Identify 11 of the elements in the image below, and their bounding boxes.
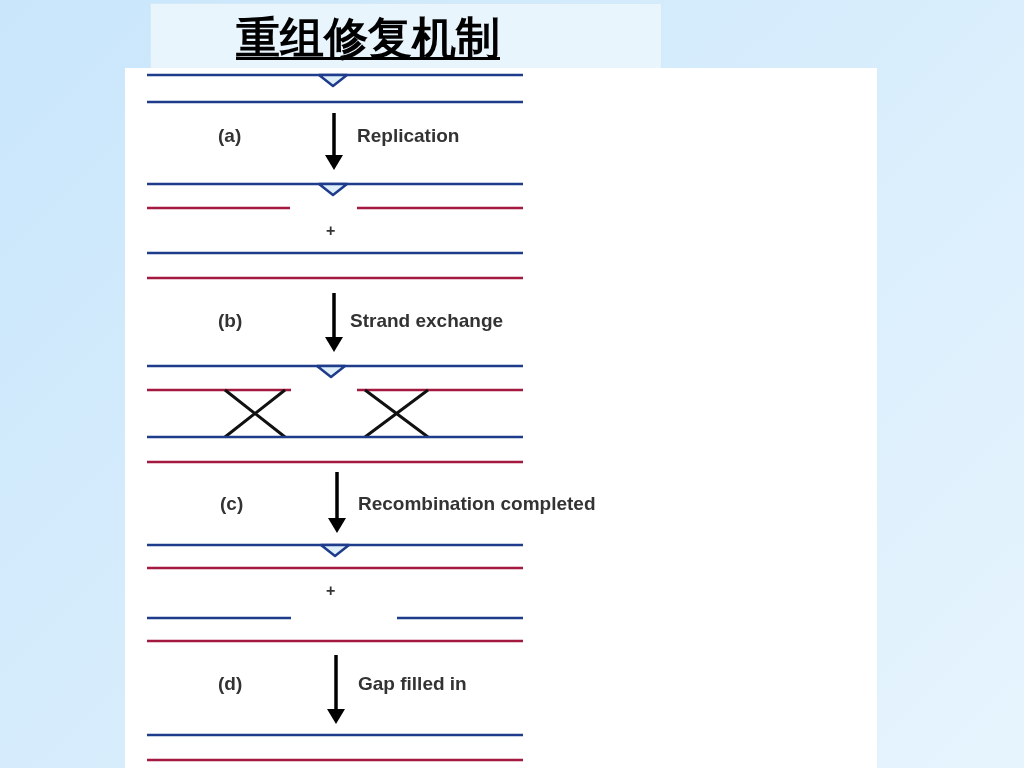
plus-sign: + [326, 581, 336, 601]
step-label: (b) [218, 310, 243, 332]
step-description: Strand exchange [350, 310, 504, 332]
step-description: Gap filled in [358, 673, 467, 695]
step-label: (c) [220, 493, 244, 515]
step-label: (a) [218, 125, 242, 147]
plus-sign: + [326, 221, 336, 241]
step-description: Recombination completed [358, 493, 596, 515]
step-label: (d) [218, 673, 243, 695]
step-description: Replication [357, 125, 460, 147]
title: 重组修复机制 [236, 12, 500, 64]
